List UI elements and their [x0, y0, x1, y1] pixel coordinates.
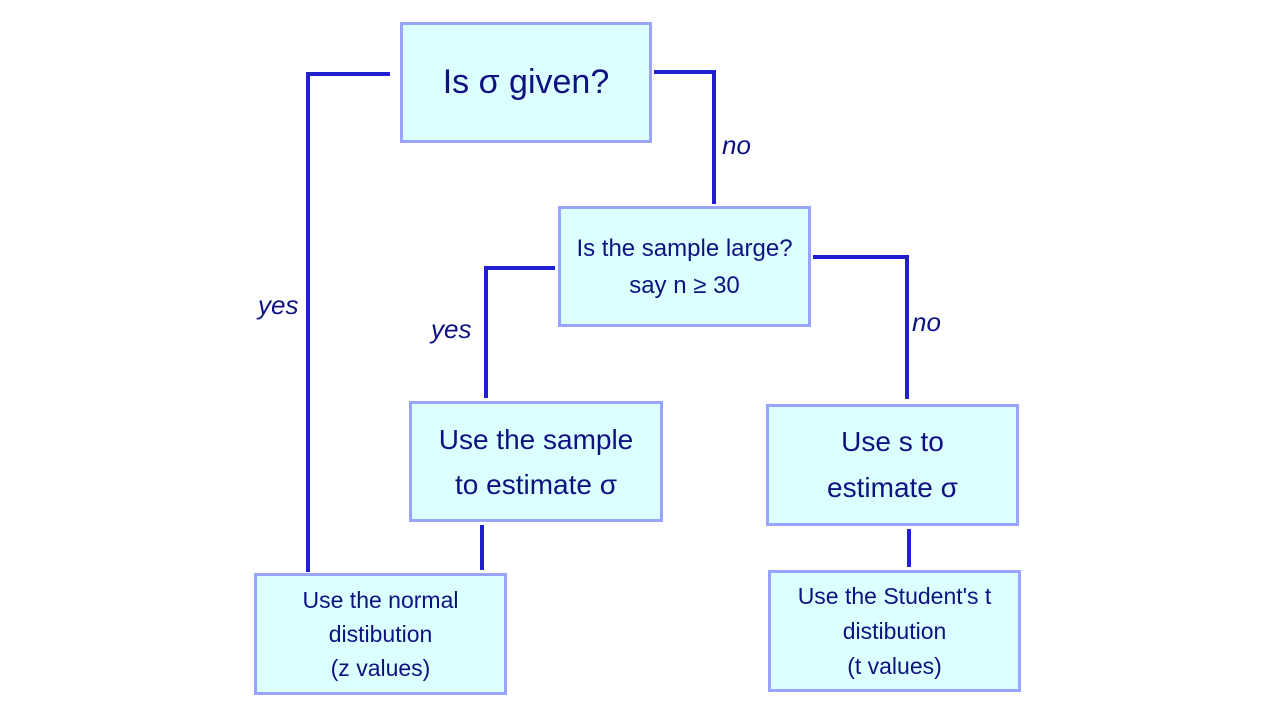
outcome-normal-distribution: Use the normal distibution (z values) — [254, 573, 507, 695]
decision-sigma-given: Is σ given? — [400, 22, 652, 143]
outcome-student-t-distribution: Use the Student's t distibution (t value… — [768, 570, 1021, 692]
outcome-normal-distribution-text: Use the normal distibution (z values) — [302, 587, 459, 681]
outcome-student-t-distribution-text: Use the Student's t distibution (t value… — [797, 582, 992, 679]
edge-label-sample-large-yes: yes — [431, 314, 472, 344]
process-estimate-with-sample-text: Use the sample to estimate σ — [438, 423, 634, 500]
edge-label-sigma-given-no: no — [722, 130, 751, 160]
decision-sigma-given-text: Is σ given? — [442, 63, 610, 101]
decision-sample-large-text: Is the sample large? say n ≥ 30 — [576, 234, 793, 299]
process-estimate-with-sample: Use the sample to estimate σ — [409, 401, 663, 522]
decision-sample-large: Is the sample large? say n ≥ 30 — [558, 206, 811, 327]
process-estimate-with-s: Use s to estimate σ — [766, 404, 1019, 526]
edge-label-sigma-given-yes: yes — [258, 290, 299, 320]
process-estimate-with-s-text: Use s to estimate σ — [827, 426, 958, 503]
edge-label-sample-large-no: no — [912, 307, 941, 337]
